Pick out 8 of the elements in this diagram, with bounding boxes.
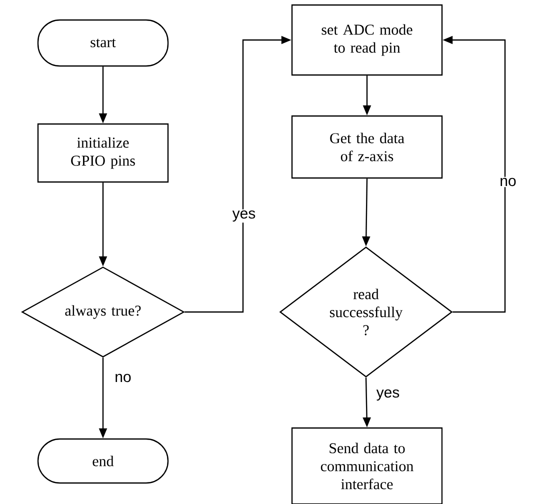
process-box: Get the data of z-axis — [291, 115, 443, 179]
process-box: set ADC mode to read pin — [291, 4, 443, 76]
edge-label: no — [498, 176, 518, 188]
edge-label: yes — [375, 388, 401, 402]
process-box: initialize GPIO pins — [37, 123, 169, 183]
process-box: Send data to communication interface — [291, 427, 443, 504]
edge-label: yes — [231, 209, 257, 223]
edge-label: no — [114, 372, 132, 384]
